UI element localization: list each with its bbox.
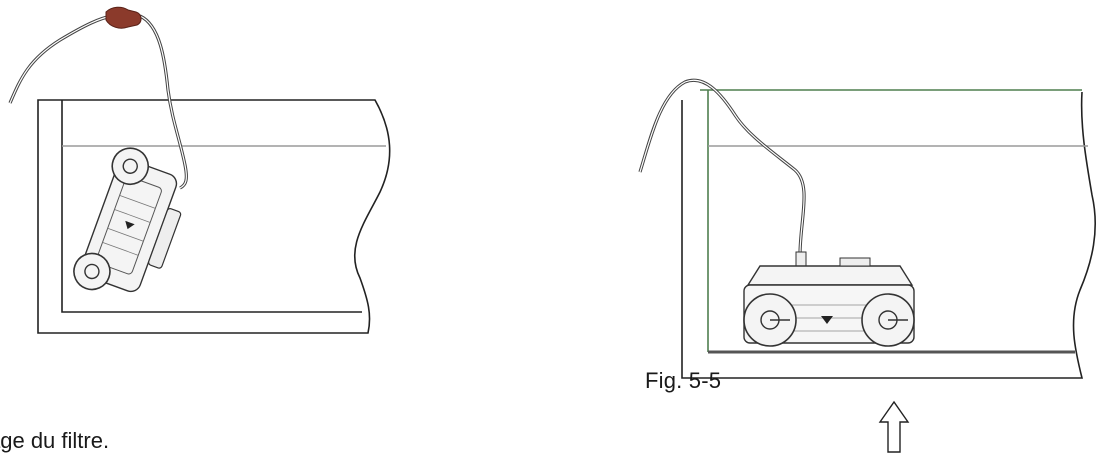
left-illustration [8, 6, 391, 334]
right-robot [743, 251, 915, 347]
right-illustration [638, 78, 1097, 453]
right-pool-outline [681, 91, 1097, 379]
cable-swivel-connector [105, 6, 142, 29]
figure-label: Fig. 5-5 [645, 368, 722, 393]
left-pool-outline [37, 99, 391, 334]
up-arrow-icon [878, 400, 910, 453]
left-robot [73, 147, 182, 293]
right-cable [638, 78, 806, 256]
left-pool-inner-wall [61, 100, 362, 313]
left-robot-wheel-top [111, 147, 150, 186]
right-pool-green-edge [700, 89, 1082, 352]
body-text-line: age du filtre. [0, 428, 110, 453]
left-robot-wheel-bottom [73, 252, 111, 291]
